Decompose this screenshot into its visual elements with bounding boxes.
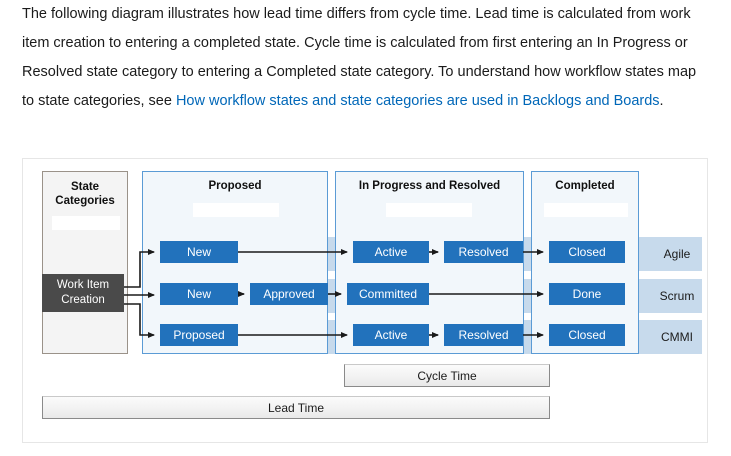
intro-text-before-link: The following diagram illustrates how le… [22, 6, 697, 109]
process-label-cmmi: CMMI [661, 330, 693, 344]
state-box-cmmi-active: Active [353, 324, 429, 346]
state-box-scrum-committed: Committed [347, 283, 429, 305]
state-box-agile-closed: Closed [549, 241, 625, 263]
category-placeholder-completed [544, 203, 628, 217]
workflow-states-link[interactable]: How workflow states and state categories… [175, 93, 660, 109]
cycle-time-bar: Cycle Time [344, 364, 550, 387]
lead-vs-cycle-time-diagram: State Categories Work Item Creation Prop… [22, 158, 708, 443]
state-box-agile-new: New [160, 241, 238, 263]
state-box-cmmi-resolved: Resolved [444, 324, 523, 346]
intro-paragraph: The following diagram illustrates how le… [22, 0, 704, 116]
category-placeholder-proposed [193, 203, 279, 217]
work-item-creation-box: Work Item Creation [42, 274, 124, 312]
category-title-in-progress-and-resolved: In Progress and Resolved [358, 180, 501, 192]
state-box-scrum-approved: Approved [250, 283, 328, 305]
state-box-agile-active: Active [353, 241, 429, 263]
category-title-proposed: Proposed [208, 180, 262, 192]
state-categories-column: State Categories [42, 171, 128, 354]
state-box-cmmi-proposed: Proposed [160, 324, 238, 346]
state-box-scrum-done: Done [549, 283, 625, 305]
state-box-scrum-new: New [160, 283, 238, 305]
lead-time-bar: Lead Time [42, 396, 550, 419]
intro-text-after-link: . [659, 93, 664, 109]
category-title-completed: Completed [555, 180, 615, 192]
category-placeholder-in-progress-and-resolved [386, 203, 472, 217]
state-box-agile-resolved: Resolved [444, 241, 523, 263]
state-categories-title: State Categories [55, 181, 115, 207]
state-box-cmmi-closed: Closed [549, 324, 625, 346]
process-label-scrum: Scrum [659, 289, 695, 303]
state-categories-placeholder [52, 216, 120, 230]
process-label-agile: Agile [663, 247, 691, 261]
